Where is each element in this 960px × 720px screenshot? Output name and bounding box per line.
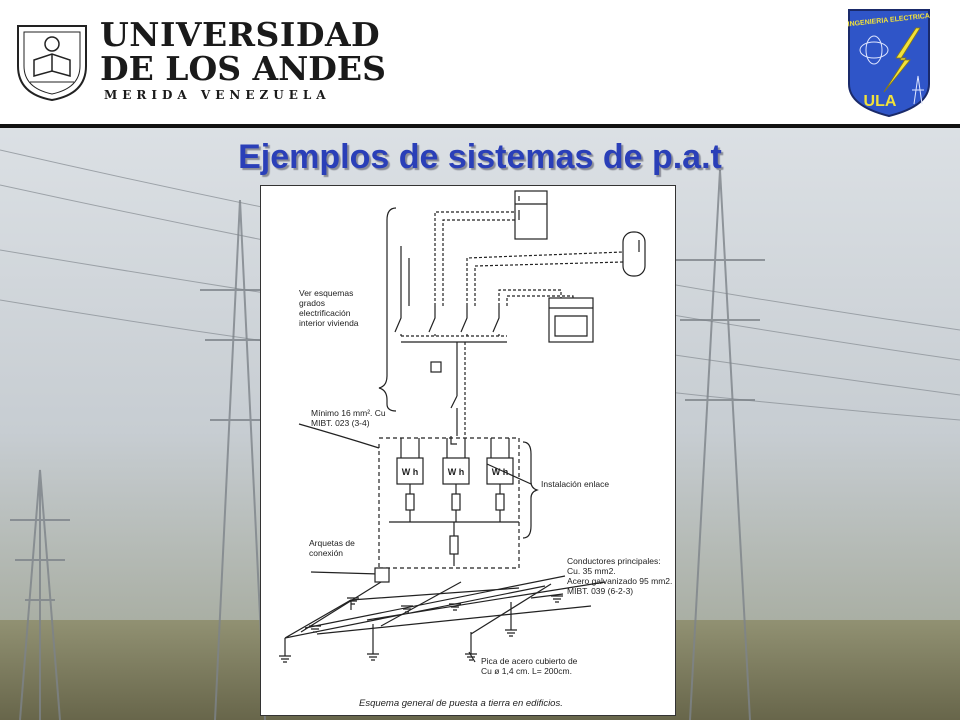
label-arquetas: Arquetas de conexión: [309, 538, 355, 558]
pylon-left: [10, 469, 70, 720]
university-logo: UNIVERSIDAD DE LOS ANDES MERIDA VENEZUEL…: [12, 14, 386, 104]
badge-bottom-text: ULA: [864, 93, 897, 110]
label-minimo: Mínimo 16 mm². Cu MIBT. 023 (3-4): [311, 408, 386, 428]
label-pica: Pica de acero cubierto de Cu ø 1,4 cm. L…: [481, 656, 578, 676]
refrigerator: [514, 190, 548, 240]
label-conductores: Conductores principales: Cu. 35 mm2. Ace…: [567, 556, 673, 596]
meter-label-1: W h: [402, 467, 419, 477]
pylon-right: [675, 169, 765, 720]
ground-symbols: [279, 595, 563, 663]
grounding-diagram: W h W h W h Ver esquemas grados electrif…: [260, 185, 676, 716]
label-instalacion-enlace: Instalación enlace: [541, 479, 610, 489]
slide-title: Ejemplos de sistemas de p.a.t: [238, 138, 722, 176]
university-name-line1: UNIVERSIDAD: [100, 15, 381, 54]
meter-label-3: W h: [492, 467, 509, 477]
meter-2: [442, 457, 470, 485]
university-name-line2: DE LOS ANDES: [100, 49, 386, 88]
grounding-schematic: W h W h W h: [279, 190, 646, 663]
university-location: MERIDA VENEZUELA: [104, 88, 331, 102]
label-ver-esquemas: Ver esquemas grados electrificación inte…: [299, 288, 359, 328]
slide-header: UNIVERSIDAD DE LOS ANDES MERIDA VENEZUEL…: [0, 0, 960, 124]
ingenieria-electrica-badge-icon: INGENIERIA ELECTRICA ULA: [847, 9, 930, 118]
diagram-caption: Esquema general de puesta a tierra en ed…: [359, 698, 563, 709]
arqueta-box: [374, 567, 390, 583]
university-seal-icon: [17, 25, 87, 102]
left-brace: [378, 207, 397, 412]
meter-label-2: W h: [448, 467, 465, 477]
water-heater: [622, 231, 646, 277]
stove: [548, 297, 594, 343]
header-divider: [0, 124, 960, 128]
ground-grid: [284, 575, 606, 639]
